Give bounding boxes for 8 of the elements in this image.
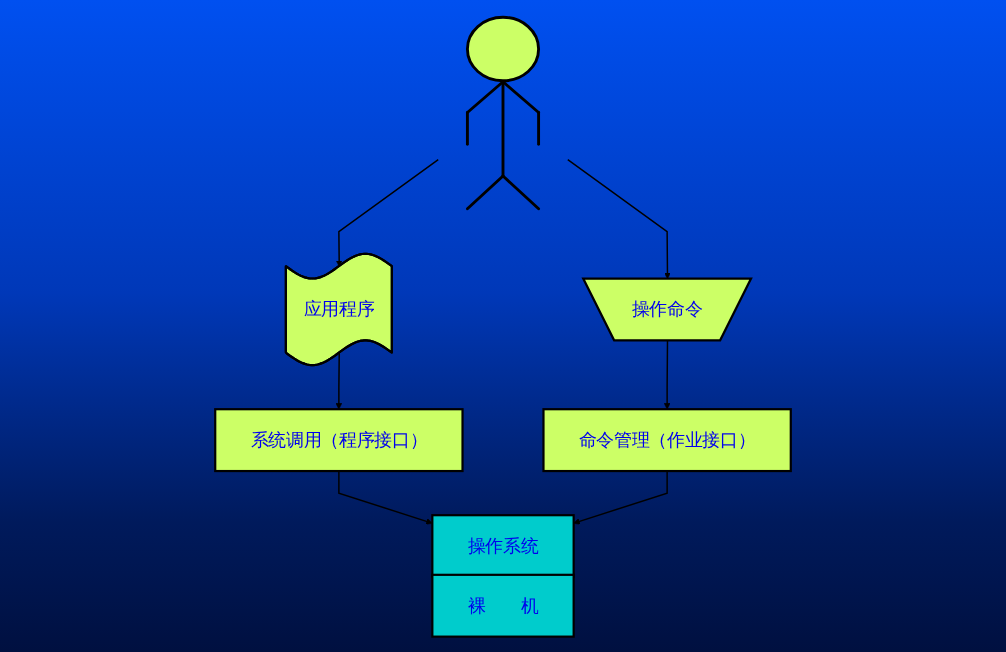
arrow — [335, 158, 439, 267]
process-box: 裸 机 — [431, 573, 575, 638]
arrow — [335, 352, 343, 410]
process-box: 命令管理（作业接口） — [542, 408, 792, 473]
tape-shape: 应用程序 — [284, 252, 393, 367]
process-box: 系统调用（程序接口） — [214, 408, 464, 473]
arrow — [663, 340, 671, 410]
trapezoid-shape: 操作命令 — [581, 277, 753, 342]
